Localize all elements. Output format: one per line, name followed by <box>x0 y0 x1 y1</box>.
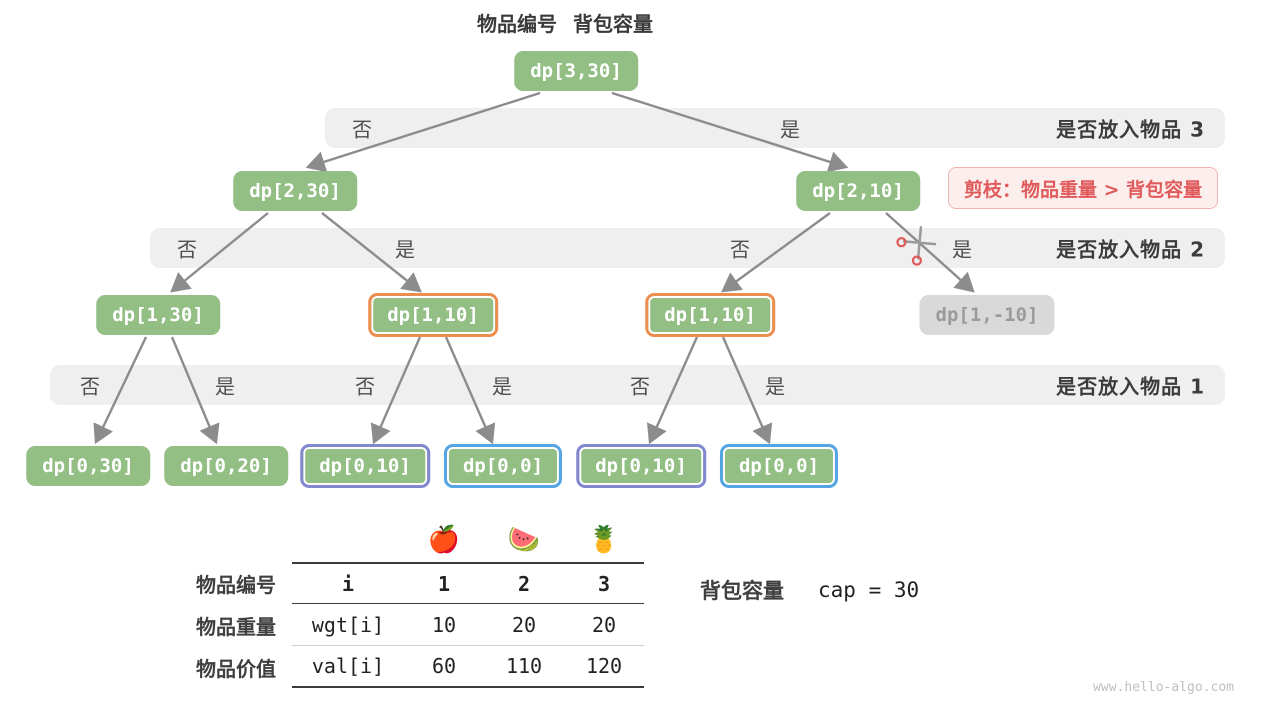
node-dp-0-10-a: dp[0,10] <box>300 444 430 488</box>
node-dp-1-30: dp[1,30] <box>96 295 220 335</box>
item-index-pointer-label: 物品编号 <box>477 12 557 36</box>
answer-no: 否 <box>352 117 372 142</box>
decision-band-item-1: 否 是 否 是 否 是 是否放入物品 1 <box>50 365 1225 405</box>
answer-no: 否 <box>630 374 650 399</box>
node-dp-2-10: dp[2,10] <box>796 171 920 211</box>
node-dp-1-10-a: dp[1,10] <box>368 293 498 337</box>
answer-no: 否 <box>177 237 197 262</box>
node-dp-0-0-b: dp[0,0] <box>719 444 839 488</box>
col-key-val: val[i] <box>292 646 404 688</box>
cell-wgt-1: 10 <box>404 604 484 646</box>
cell-val-2: 110 <box>484 646 564 688</box>
cell-i-3: 3 <box>564 562 644 604</box>
pruning-note: 剪枝：物品重量 > 背包容量 <box>948 167 1219 209</box>
cell-i-2: 2 <box>484 562 564 604</box>
table-spacer <box>170 518 292 562</box>
cell-wgt-2: 20 <box>484 604 564 646</box>
answer-yes: 是 <box>765 374 785 399</box>
row-label-item-value: 物品价值 <box>196 656 276 681</box>
band-label-item-2: 是否放入物品 2 <box>1056 237 1205 262</box>
decision-band-item-3: 否 是 是否放入物品 3 <box>325 108 1225 148</box>
answer-yes: 是 <box>492 374 512 399</box>
apple-icon: 🍎 <box>427 525 461 555</box>
answer-no: 否 <box>80 374 100 399</box>
answer-yes: 是 <box>395 237 415 262</box>
answer-yes: 是 <box>780 117 800 142</box>
node-dp-0-10-b: dp[0,10] <box>576 444 706 488</box>
root-pointer-labels: 物品编号 背包容量 <box>477 8 653 37</box>
node-dp-3-30: dp[3,30] <box>514 51 638 91</box>
row-label-item-index: 物品编号 <box>196 572 276 597</box>
capacity-label: 背包容量 <box>700 579 784 603</box>
table-spacer <box>292 518 404 562</box>
pineapple-icon: 🍍 <box>587 525 621 555</box>
node-dp-0-20: dp[0,20] <box>164 446 288 486</box>
capacity-note: 背包容量 cap = 30 <box>700 568 919 612</box>
watermark: www.hello-algo.com <box>1093 680 1234 695</box>
watermelon-icon: 🍉 <box>507 525 541 555</box>
col-key-wgt: wgt[i] <box>292 604 404 646</box>
decision-band-item-2: 否 是 否 是 是否放入物品 2 <box>150 228 1225 268</box>
col-key-i: i <box>292 562 404 604</box>
cell-val-3: 120 <box>564 646 644 688</box>
node-dp-1-10-b: dp[1,10] <box>645 293 775 337</box>
answer-yes: 是 <box>215 374 235 399</box>
cell-wgt-3: 20 <box>564 604 644 646</box>
row-label-item-weight: 物品重量 <box>196 614 276 639</box>
node-dp-0-30: dp[0,30] <box>26 446 150 486</box>
node-dp-0-0-a: dp[0,0] <box>443 444 563 488</box>
cell-i-1: 1 <box>404 562 484 604</box>
capacity-value: cap = 30 <box>818 578 920 602</box>
node-dp-1-neg10: dp[1,-10] <box>919 295 1055 335</box>
capacity-pointer-label: 背包容量 <box>573 12 653 36</box>
node-dp-2-30: dp[2,30] <box>233 171 357 211</box>
band-label-item-3: 是否放入物品 3 <box>1056 117 1205 142</box>
answer-no: 否 <box>730 237 750 262</box>
item-table: 🍎 🍉 🍍 物品编号 i 1 2 3 物品重量 wgt[i] 10 20 20 … <box>170 518 644 688</box>
cell-val-1: 60 <box>404 646 484 688</box>
band-label-item-1: 是否放入物品 1 <box>1056 374 1205 399</box>
answer-yes: 是 <box>952 237 972 262</box>
answer-no: 否 <box>355 374 375 399</box>
